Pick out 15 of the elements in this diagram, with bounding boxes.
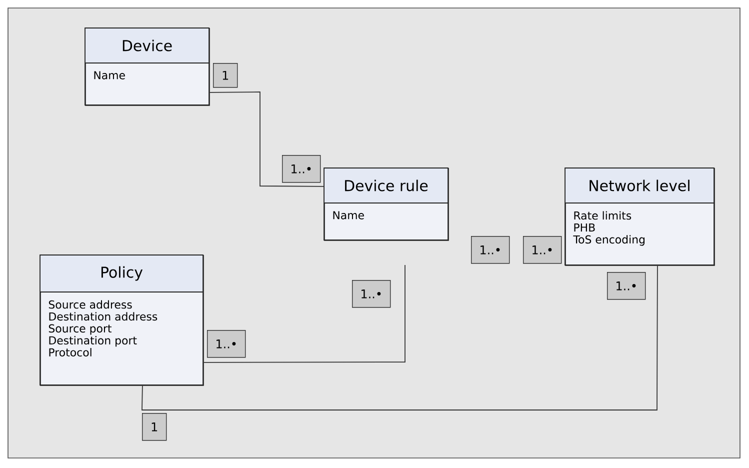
multiplicity-box: 1..•	[523, 236, 562, 264]
multiplicity-box: 1..•	[607, 272, 646, 300]
multiplicity-box: 1	[213, 63, 238, 88]
connector-line	[203, 264, 406, 363]
multiplicity-box: 1..•	[352, 280, 391, 308]
class-box: Device Name	[84, 28, 210, 106]
multiplicity-box: 1	[142, 413, 167, 441]
multiplicity-box: 1..•	[282, 155, 321, 183]
class-box: Network level Rate limits PHB ToS encoding	[564, 168, 715, 266]
connector-line	[142, 265, 658, 410]
class-box: Device rule Name	[324, 168, 449, 241]
class-box: Policy Source address Destination address Source port Destination port Protocol	[40, 254, 204, 386]
connector-line	[209, 92, 324, 187]
multiplicity-box: 1..•	[471, 236, 510, 264]
multiplicity-box: 1..•	[207, 330, 246, 358]
